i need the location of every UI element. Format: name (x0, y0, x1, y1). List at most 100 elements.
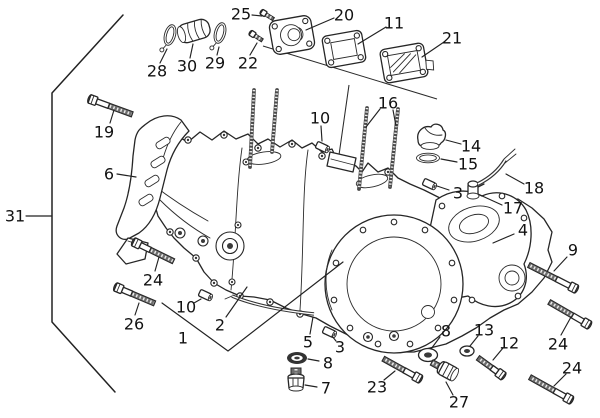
leader-line (251, 14, 263, 17)
reed-block-art (379, 42, 435, 84)
bolt-26-art (112, 282, 157, 307)
crankcase-seam-right (299, 149, 309, 311)
part-number-label: 31 (5, 207, 25, 226)
crankcase-rib-1 (159, 199, 211, 239)
part-number-label: 23 (367, 378, 387, 397)
part-number-label: 13 (474, 321, 494, 340)
leader-line (331, 335, 337, 342)
part-callout-10-20: 10 (176, 298, 202, 317)
o-ring-art (416, 152, 440, 164)
screw-25-art (259, 8, 276, 22)
crank-boss-center (227, 243, 233, 249)
part-callout-26-19: 26 (124, 302, 144, 334)
hose-clamp-art-29 (209, 22, 227, 51)
part-callout-5-34: 5 (303, 316, 314, 352)
part-number-label: 9 (568, 241, 578, 260)
part-number-label: 27 (449, 393, 469, 412)
part-callout-29-7: 29 (205, 46, 225, 73)
dowel-art-10-lower (197, 289, 214, 302)
part-callout-15-13: 15 (440, 155, 478, 174)
washer-13-art (459, 345, 475, 357)
leader-line (492, 347, 504, 361)
part-number-label: 24 (562, 359, 582, 378)
leader-line (492, 233, 515, 244)
reed-cover-art (268, 15, 316, 55)
part-number-label: 24 (143, 271, 163, 290)
engine-assembly-art (87, 8, 593, 405)
part-callout-8-32: 8 (307, 354, 333, 373)
stud-deck-right (355, 173, 389, 189)
dowel-art-3-lower (321, 326, 338, 339)
part-callout-14-12: 14 (445, 137, 481, 156)
part-callout-13-28: 13 (469, 321, 494, 347)
part-number-label: 8 (323, 354, 333, 373)
breather-hose-art (477, 148, 517, 186)
crankcase-seam-left (230, 147, 243, 291)
oil-seal-art (287, 352, 307, 364)
part-callout-24-25: 24 (548, 316, 572, 354)
leader-line (304, 384, 318, 388)
front-mount-hole-2-dot (201, 239, 205, 243)
leader-line (116, 173, 137, 178)
leader-line (320, 125, 323, 142)
leader-line (161, 261, 344, 352)
part-number-label: 3 (453, 184, 463, 203)
bolt-24-left-art (130, 237, 176, 265)
leader-line (307, 358, 320, 362)
bolt-23-art (381, 355, 424, 384)
part-number-label: 6 (104, 165, 114, 184)
leader-line (109, 109, 115, 124)
dowel-art-10-upper (314, 141, 331, 154)
banjo-fitting-art (466, 180, 485, 200)
part-number-label: 8 (441, 322, 451, 341)
part-callout-16-11: 16 (365, 94, 398, 128)
reed-gasket-art (321, 29, 367, 69)
part-callout-24-26: 24 (553, 359, 582, 387)
assembly-reference-line (262, 45, 438, 100)
leader-line (225, 286, 248, 318)
bolt-19-art (87, 94, 134, 118)
front-mount-hole-1-dot (178, 231, 182, 235)
screw-22-art (248, 29, 264, 43)
leader-line (505, 173, 525, 185)
part-number-label: 3 (335, 338, 345, 357)
part-callout-28-5: 28 (147, 48, 168, 81)
part-number-label: 1 (178, 329, 188, 348)
part-callout-25-0: 25 (231, 5, 263, 24)
leader-line (189, 43, 194, 59)
washer-8-art (417, 347, 439, 363)
part-number-label: 22 (238, 54, 258, 73)
part-callout-11-2: 11 (357, 14, 404, 45)
clutch-cover-screws (330, 218, 458, 348)
oil-filler-cap-art (417, 123, 447, 150)
part-number-label: 14 (461, 137, 481, 156)
part-number-label: 28 (147, 62, 167, 81)
case-bolt-bosses (166, 131, 392, 318)
part-callout-31-17: 31 (5, 207, 53, 226)
leader-line (193, 298, 202, 304)
leader-line (392, 109, 397, 127)
leader-line (134, 302, 140, 316)
part-number-label: 5 (303, 333, 313, 352)
part-callout-24-18: 24 (143, 256, 163, 290)
reference-lines-layer (51, 14, 438, 393)
intake-boss-line (330, 158, 355, 166)
leader-line (553, 256, 568, 272)
part-callout-27-30: 27 (445, 381, 469, 412)
part-number-label: 7 (321, 379, 331, 398)
part-callout-30-6: 30 (177, 43, 197, 76)
part-callout-2-22: 2 (215, 286, 248, 335)
part-number-label: 11 (384, 14, 404, 33)
part-number-label: 30 (177, 57, 197, 76)
leader-line (383, 370, 396, 381)
assembly-bracket-line (51, 14, 124, 393)
dowel-art-3-upper (421, 178, 438, 191)
leader-line (553, 373, 567, 387)
bolt-9-art (526, 261, 580, 294)
part-number-label: 10 (176, 298, 196, 317)
part-callout-9-24: 9 (553, 241, 578, 272)
part-callout-4-23: 4 (492, 221, 528, 244)
leader-line (436, 185, 450, 191)
leader-line (305, 17, 335, 31)
